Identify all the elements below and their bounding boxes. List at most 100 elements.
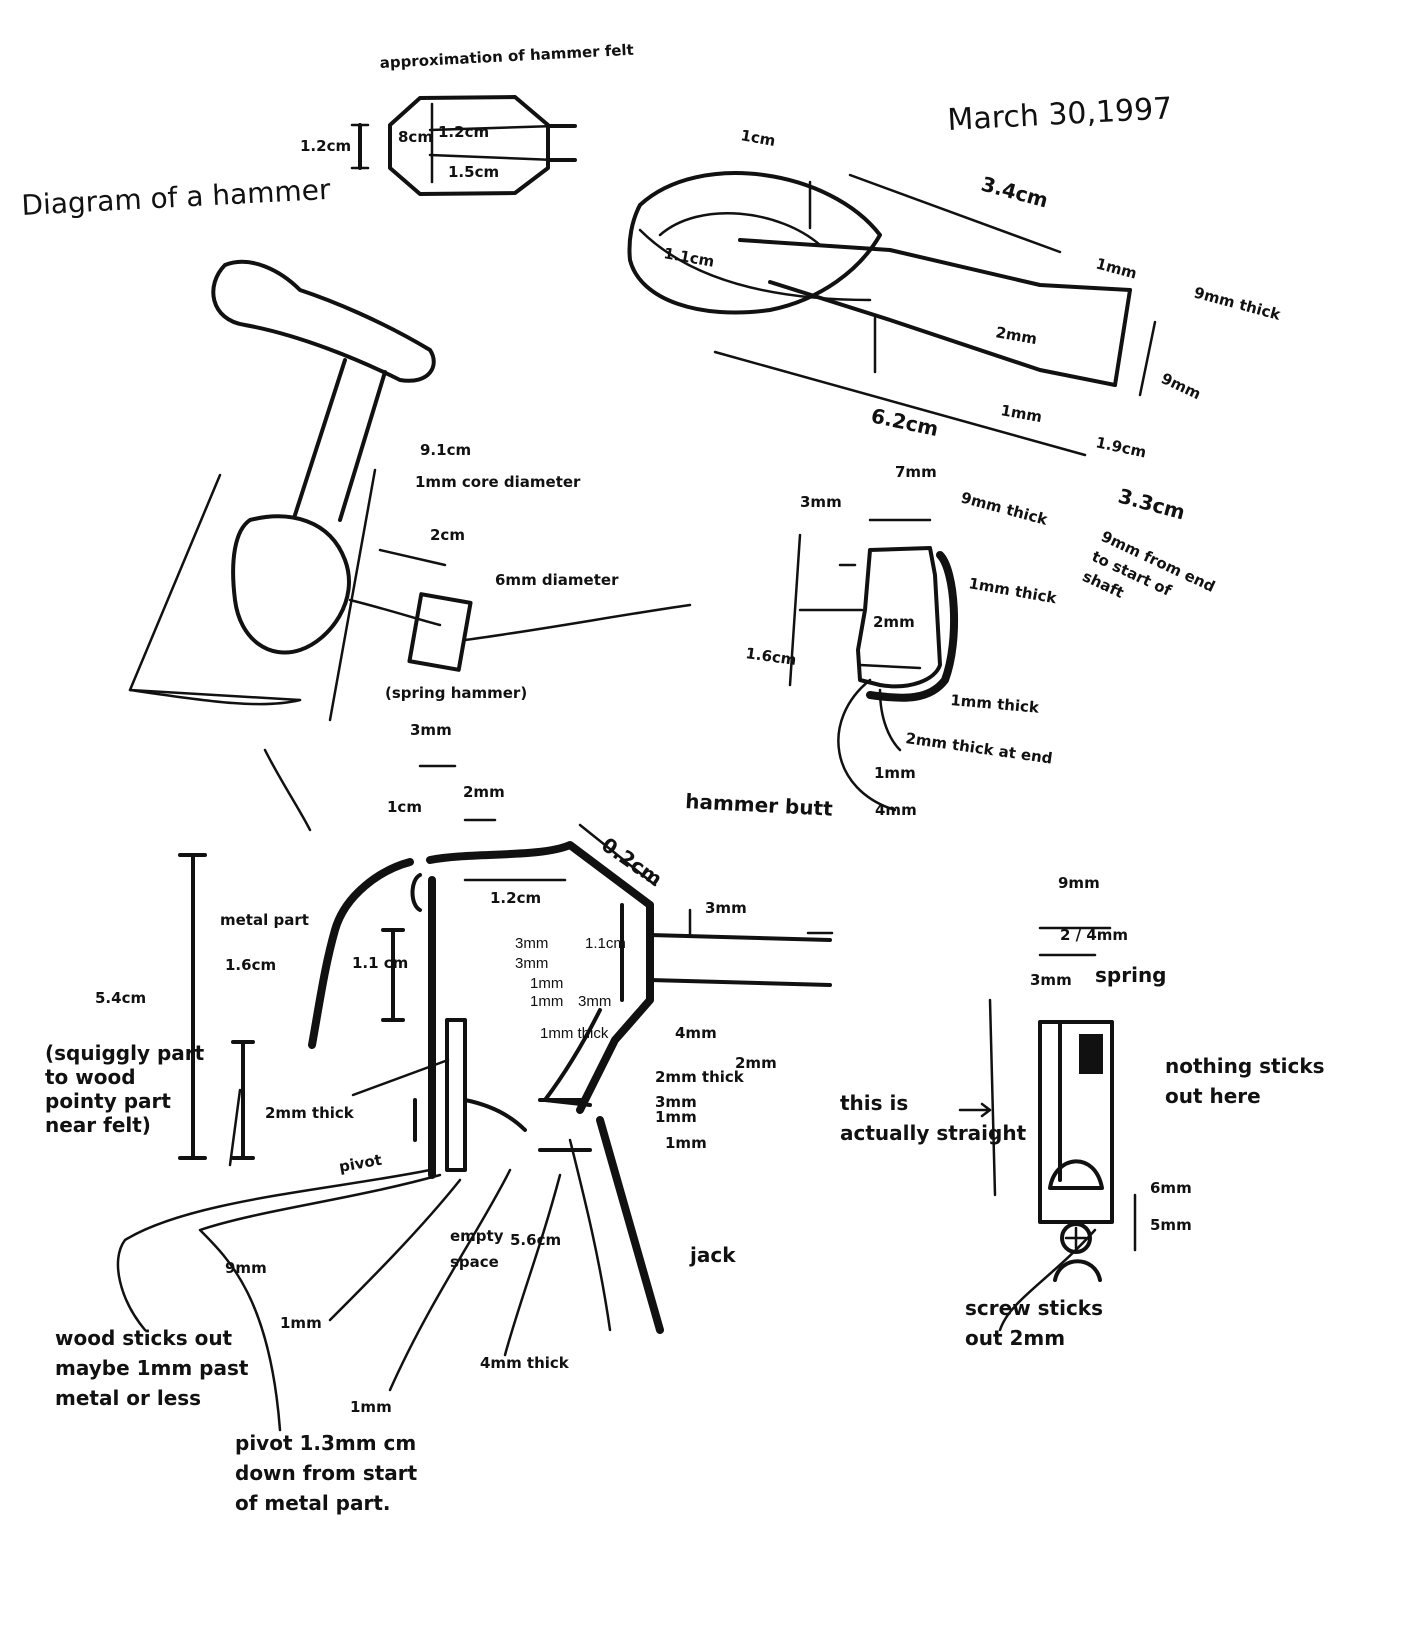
- felt-outline: [388, 95, 550, 196]
- felt-1-5cm-label: 1.5cm: [448, 163, 499, 181]
- metal-4mm-label: 4mm: [675, 1024, 717, 1042]
- shank-right: [338, 370, 387, 522]
- dim-2cm: [378, 548, 447, 567]
- overview-9-1cm-label: 9.1cm: [420, 441, 471, 459]
- spring-9mm-label: 9mm: [1058, 874, 1100, 892]
- metal-2mm-label: 2mm: [463, 783, 505, 801]
- side-9mm-label: 9mm: [1158, 369, 1203, 403]
- metal-1mm-thick-label: 1mm thick: [540, 1025, 609, 1042]
- spring-6mm-label: 6mm: [1150, 1179, 1192, 1197]
- screw-note-label: screw sticks out 2mm: [965, 1296, 1103, 1350]
- side-1mm-lower-label: 1mm: [999, 401, 1043, 426]
- head-outline: [627, 171, 882, 315]
- metal-3mm-a-label: 3mm: [515, 935, 548, 952]
- metal-3mm-top-label: 3mm: [410, 721, 452, 739]
- metal-part-label: metal part: [220, 911, 309, 929]
- date-label: March 30,1997: [947, 91, 1174, 138]
- shaft-bottom-edge: [768, 280, 1117, 387]
- overview-core-diameter-label: 1mm core diameter: [415, 473, 581, 491]
- butt-1mm-thick-lower-label: 1mm thick: [950, 691, 1041, 717]
- butt-1mm-label: 1mm: [874, 764, 916, 782]
- spring-5mm-label: 5mm: [1150, 1216, 1192, 1234]
- spring-block: [1079, 1034, 1103, 1074]
- empty-space-label-line: empty: [450, 1227, 504, 1245]
- butt-title: hammer butt: [685, 789, 834, 821]
- side-2mm-label: 2mm: [994, 323, 1038, 348]
- squiggly-note-text-line: near felt): [45, 1113, 151, 1137]
- dim-6-2cm: [713, 350, 1087, 457]
- butt-block: [231, 514, 351, 655]
- felt-approximation: approximation of hammer felt 1.2cm 8cm 1…: [300, 41, 634, 196]
- dim-1-6cm: [788, 533, 802, 687]
- side-shaft-distance-label: 9mm from endto start ofshaft: [1080, 527, 1218, 635]
- screw-head: [1060, 1222, 1092, 1254]
- metal-1-2cm-label: 1.2cm: [490, 889, 541, 907]
- metal-1cm-label: 1cm: [387, 798, 422, 816]
- spring-arch: [1048, 1159, 1104, 1190]
- metal-3mm-right-label: 3mm: [705, 899, 747, 917]
- side-3-4cm-label: 3.4cm: [979, 172, 1051, 213]
- overview-2cm-label: 2cm: [430, 526, 465, 544]
- diagram-title: Diagram of a hammer: [21, 173, 332, 222]
- shaft-top-edge: [738, 238, 1132, 292]
- metal-4mm-thick-label: 4mm thick: [480, 1354, 570, 1372]
- side-1mm-label: 1mm: [1094, 254, 1139, 282]
- side-3-3cm-label: 3.3cm: [1116, 484, 1188, 525]
- side-1-1cm-label: 1.1cm: [662, 244, 715, 271]
- metal-1mm-e-label: 1mm: [280, 1314, 322, 1332]
- metal-strip-inner: [445, 1018, 467, 1172]
- metal-1mm-a-label: 1mm: [530, 975, 563, 992]
- side-1-9cm-label: 1.9cm: [1094, 433, 1148, 461]
- screw-note-label-line: out 2mm: [965, 1326, 1065, 1350]
- butt-2mm-thick-end-label: 2mm thick at end: [904, 729, 1053, 767]
- metal-3mm-c-label: 3mm: [578, 993, 611, 1010]
- metal-1mm-c-label: 1mm: [655, 1108, 697, 1126]
- felt-title: approximation of hammer felt: [379, 41, 634, 72]
- nothing-sticks-out-label-line: out here: [1165, 1084, 1261, 1108]
- metal-part-length-label: 1.6cm: [225, 956, 276, 974]
- metal-5-4cm-label: 5.4cm: [95, 989, 146, 1007]
- metal-1mm-b-label: 1mm: [530, 993, 563, 1010]
- felt-8cm-label: 8cm: [398, 128, 433, 146]
- side-9mm-thick-label: 9mm thick: [1192, 283, 1283, 324]
- pivot-note-label-line: down from start: [235, 1461, 418, 1485]
- pivot-label: pivot: [338, 1151, 384, 1176]
- spring-2-4mm-label: 2 / 4mm: [1060, 926, 1128, 944]
- metal-3mm-d-label: 3mm: [655, 1093, 697, 1111]
- metal-1mm-d-label: 1mm: [665, 1134, 707, 1152]
- butt-2mm-label: 2mm: [873, 613, 915, 631]
- nothing-sticks-out-label-line: nothing sticks: [1165, 1054, 1325, 1078]
- mechanism-outer: [308, 858, 414, 1049]
- side-6-2cm-label: 6.2cm: [869, 403, 941, 441]
- metal-0-2cm-label: 0.2cm: [597, 832, 667, 891]
- felt-head: [211, 259, 436, 383]
- straight-arrow-icon: [958, 1102, 992, 1118]
- metal-5-6cm-label: 5.6cm: [510, 1231, 561, 1249]
- wood-note-label-line: wood sticks out: [55, 1326, 233, 1350]
- butt-1-6cm-label: 1.6cm: [744, 644, 797, 669]
- felt-1-2cm-label: 1.2cm: [438, 123, 489, 141]
- squiggly-note-text-line: pointy part: [45, 1089, 171, 1113]
- metal-1mm-f-label: 1mm: [350, 1398, 392, 1416]
- butt-1mm-thick-label: 1mm thick: [967, 574, 1059, 607]
- spring-label: spring: [1095, 963, 1167, 987]
- metal-9mm-label: 9mm: [225, 1259, 267, 1277]
- squiggly-note-text-line: to wood: [45, 1065, 136, 1089]
- metal-part-detail: 3mm 1cm 2mm 0.2cm 1.2cm 3mm metal part 1…: [45, 721, 834, 1515]
- screw-note-label-line: screw sticks: [965, 1296, 1103, 1320]
- actually-straight-label-line: this is: [840, 1091, 908, 1115]
- metal-2mm-right-label: 2mm: [735, 1054, 777, 1072]
- dim-3-4cm: [848, 173, 1062, 254]
- wood-note-label-line: metal or less: [55, 1386, 201, 1410]
- metal-2mm-thick-left-label: 2mm thick: [265, 1104, 355, 1122]
- spring-box: [407, 592, 473, 672]
- spring-3mm-label: 3mm: [1030, 971, 1072, 989]
- hammer-butt-detail: 7mm 9mm thick 3mm 1mm thick 1.6cm 2mm 1m…: [685, 463, 1059, 821]
